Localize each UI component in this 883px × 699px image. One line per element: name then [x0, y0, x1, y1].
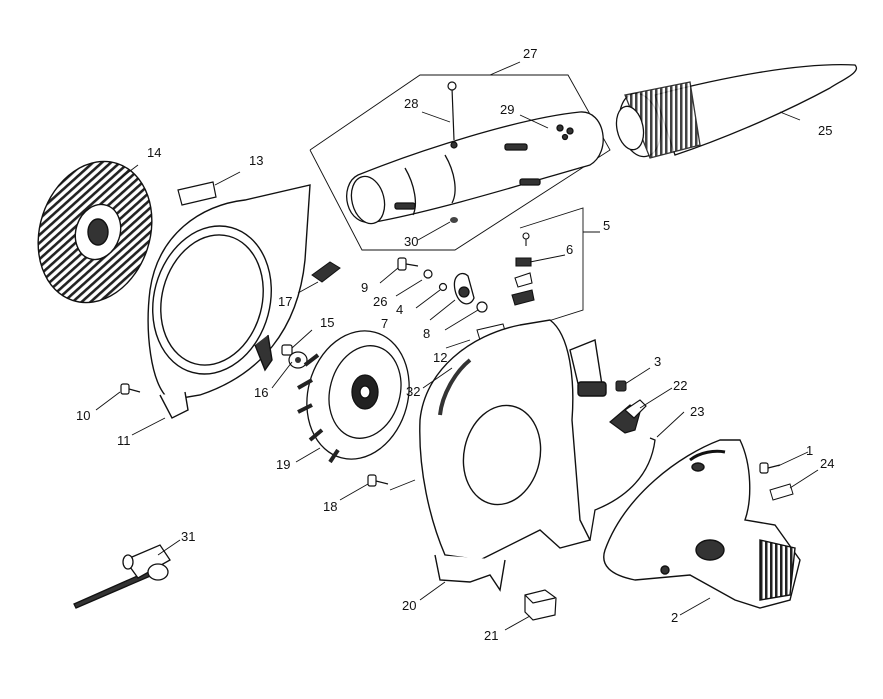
part-7-spring[interactable]	[454, 274, 474, 304]
callout-4[interactable]: 4Washer	[396, 302, 403, 317]
callout-2[interactable]: 2Handle assembly	[671, 610, 678, 625]
callout-10[interactable]: 10Screw	[76, 408, 90, 423]
leader-lines	[95, 111, 819, 631]
part-30-screw[interactable]	[450, 217, 458, 223]
part-26-washer[interactable]	[424, 270, 432, 278]
callout-5[interactable]: 5Throttle lever group	[603, 218, 610, 233]
part-5-screw[interactable]	[523, 233, 529, 246]
callout-17[interactable]: 17Bracket	[278, 294, 292, 309]
callout-12[interactable]: 12Label	[433, 350, 447, 365]
part-21-foot[interactable]	[525, 590, 556, 620]
part-13-label[interactable]	[178, 182, 216, 205]
part-23-throttle-wire[interactable]	[590, 438, 655, 540]
part-8-washer[interactable]	[477, 302, 487, 312]
callout-27[interactable]: 27Pipe assembly	[523, 46, 537, 61]
part-24-label[interactable]	[770, 484, 793, 500]
part-22-throttle-lever[interactable]	[610, 400, 646, 433]
callout-29[interactable]: 29Pipe	[500, 102, 514, 117]
callout-25[interactable]: 25Nozzle	[818, 123, 832, 138]
callout-30[interactable]: 30Screw	[404, 234, 418, 249]
callout-19[interactable]: 19Fan	[276, 457, 290, 472]
part-3-nut[interactable]	[616, 381, 626, 391]
callout-23[interactable]: 23Throttle wire	[690, 404, 704, 419]
callout-18[interactable]: 18Screw	[323, 499, 337, 514]
pipe-assembly-bracket	[309, 61, 611, 251]
callout-14[interactable]: 14Intake cover	[147, 145, 161, 160]
callout-6[interactable]: 6Switch	[566, 242, 573, 257]
part-20-blower-housing[interactable]	[420, 320, 606, 590]
callout-21[interactable]: 21Foot	[484, 628, 498, 643]
part-6-switch[interactable]	[516, 258, 531, 266]
part-18-screw[interactable]	[368, 475, 388, 486]
callout-9[interactable]: 9Screw	[361, 280, 368, 295]
callout-24[interactable]: 24Label	[820, 456, 834, 471]
part-19-fan[interactable]	[293, 319, 423, 470]
callout-labels: 1Screw (handle) 2Handle assembly 3Nut 4Wash…	[76, 46, 834, 643]
part-28-pin[interactable]	[448, 82, 457, 148]
part-4-washer[interactable]	[440, 284, 447, 291]
part-5-clip[interactable]	[512, 273, 534, 305]
part-9-screw[interactable]	[398, 258, 418, 270]
callout-1[interactable]: 1Screw (handle)	[806, 443, 813, 458]
part-31-spark-plug-wrench[interactable]	[74, 545, 170, 608]
part-25-nozzle[interactable]	[613, 65, 857, 161]
callout-32[interactable]: 32Label	[406, 384, 420, 399]
callout-7[interactable]: 7Spring	[381, 316, 388, 331]
part-1-screw[interactable]	[760, 463, 780, 473]
callout-26[interactable]: 26Washer	[373, 294, 387, 309]
part-2-handle[interactable]	[604, 440, 800, 608]
part-5-group-bracket	[519, 207, 584, 331]
callout-3[interactable]: 3Nut	[654, 354, 661, 369]
part-11-fan-case[interactable]	[137, 185, 310, 418]
part-10-screw[interactable]	[121, 384, 140, 394]
part-16-washer[interactable]	[289, 352, 307, 368]
part-15-nut[interactable]	[282, 345, 292, 355]
callout-22[interactable]: 22Throttle lever	[673, 378, 687, 393]
callout-8[interactable]: 8Washer	[423, 326, 430, 341]
part-14-intake-cover[interactable]	[20, 147, 169, 318]
callout-16[interactable]: 16Washer	[254, 385, 268, 400]
callout-11[interactable]: 11Fan case	[117, 433, 131, 448]
callout-31[interactable]: 31Spark plug wrench	[181, 529, 195, 544]
callout-28[interactable]: 28Pin	[404, 96, 418, 111]
part-29-pipe[interactable]	[347, 112, 604, 227]
part-17-bracket[interactable]	[312, 262, 340, 282]
callout-13[interactable]: 13Label	[249, 153, 263, 168]
callout-15[interactable]: 15Nut	[320, 315, 334, 330]
callout-20[interactable]: 20Blower housing	[402, 598, 416, 613]
